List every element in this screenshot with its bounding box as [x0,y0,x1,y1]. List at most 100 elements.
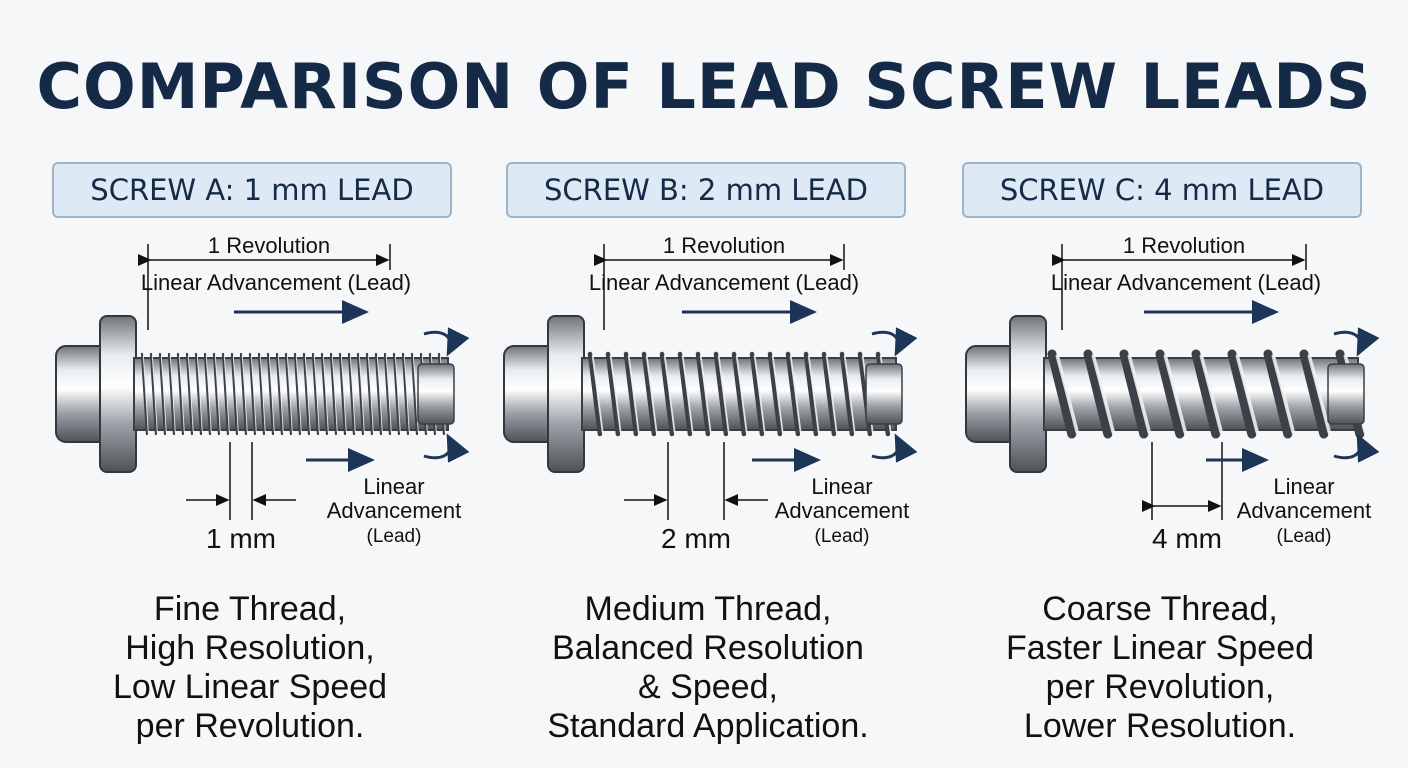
thread-ridge [275,352,284,436]
lower-label-line: (Lead) [815,526,870,547]
thread-highlight [142,355,149,433]
thread-highlight [753,355,766,433]
thread-ridge [329,352,338,436]
thread-ridge [401,352,410,436]
thread-highlight [304,355,311,433]
thread-highlight [681,355,694,433]
thread-highlight [1055,354,1079,434]
thread-ridge [239,352,248,436]
thread-ridge [338,352,347,436]
thread-ridge [383,352,392,436]
screw-flange [547,315,585,473]
thread-highlight [1163,354,1187,434]
thread-ridge [302,352,311,436]
page-title: COMPARISON OF LEAD SCREW LEADS [36,50,1372,123]
advancement-label: Linear Advancement (Lead) [589,270,859,295]
thread-ridge [1263,349,1293,439]
thread-highlight [376,355,383,433]
rotation-arrow-top [871,327,918,357]
thread-ridge [221,352,230,436]
thread-highlight [717,355,730,433]
thread-highlight [250,355,257,433]
desc-line: & Speed, [638,668,778,706]
thread-highlight [735,355,748,433]
thread-highlight [358,355,365,433]
thread-ridge [659,351,675,437]
thread-highlight [340,355,347,433]
thread-highlight [771,355,784,433]
screw-c-label: SCREW C: 4 mm LEAD [962,162,1362,218]
lower-label-line: Advancement [327,498,462,523]
advancement-label: Linear Advancement (Lead) [1051,270,1321,295]
thread-ridge [347,352,356,436]
desc-line: High Resolution, [125,629,375,667]
lower-label-line: Linear [1273,474,1334,499]
thread-ridge [140,352,149,436]
screw-b-description: Medium Thread, Balanced Resolution & Spe… [478,590,938,746]
thread-ridge [257,352,266,436]
thread-ridge [713,351,729,437]
thread-ridge [356,352,365,436]
thread-ridge [203,352,212,436]
revolution-label: 1 Revolution [208,233,330,258]
thread-highlight [205,355,212,433]
thread-highlight [367,355,374,433]
rotation-arrow-bottom [423,433,470,463]
screw-flange [99,315,137,473]
thread-ridge [230,352,239,436]
thread-highlight [627,355,640,433]
rotation-arrow-bottom [871,433,918,463]
thread-highlight [313,355,320,433]
desc-line: Lower Resolution. [1023,707,1297,745]
thread-highlight [241,355,248,433]
thread-ridge [176,352,185,436]
thread-ridge [1119,349,1149,439]
thread-ridge [695,351,711,437]
thread-ridge [266,352,275,436]
thread-ridge [821,351,837,437]
thread-ridge [785,351,801,437]
thread-highlight [331,355,338,433]
thread-ridge [320,352,329,436]
thread-highlight [277,355,284,433]
desc-line: Low Linear Speed [112,668,388,706]
thread-highlight [825,355,838,433]
thread-highlight [789,355,802,433]
revolution-label: 1 Revolution [663,233,785,258]
thread-ridge [365,352,374,436]
thread-ridge [1299,349,1329,439]
thread-highlight [1127,354,1151,434]
thread-ridge [623,351,639,437]
screw-c-description: Coarse Thread, Faster Linear Speed per R… [930,590,1390,746]
thread-ridge [749,351,765,437]
thread-highlight [214,355,221,433]
screw-flange [1009,315,1047,473]
thread-highlight [1091,354,1115,434]
thread-highlight [807,355,820,433]
thread-highlight [385,355,392,433]
thread-highlight [268,355,275,433]
thread-highlight [178,355,185,433]
screw-a-description: Fine Thread, High Resolution, Low Linear… [20,590,480,746]
thread-ridge [284,352,293,436]
desc-line: Balanced Resolution [552,629,864,667]
rotation-arrow-bottom [1333,433,1380,463]
desc-line: Faster Linear Speed [1005,629,1315,667]
desc-line: per Revolution. [135,707,365,745]
thread-highlight [591,355,604,433]
thread-ridge [248,352,257,436]
screw-tip [865,363,903,425]
lower-label-line: Advancement [775,498,910,523]
thread-ridge [293,352,302,436]
thread-highlight [1271,354,1296,434]
desc-line: Fine Thread, [153,590,347,628]
thread-ridge [392,352,401,436]
